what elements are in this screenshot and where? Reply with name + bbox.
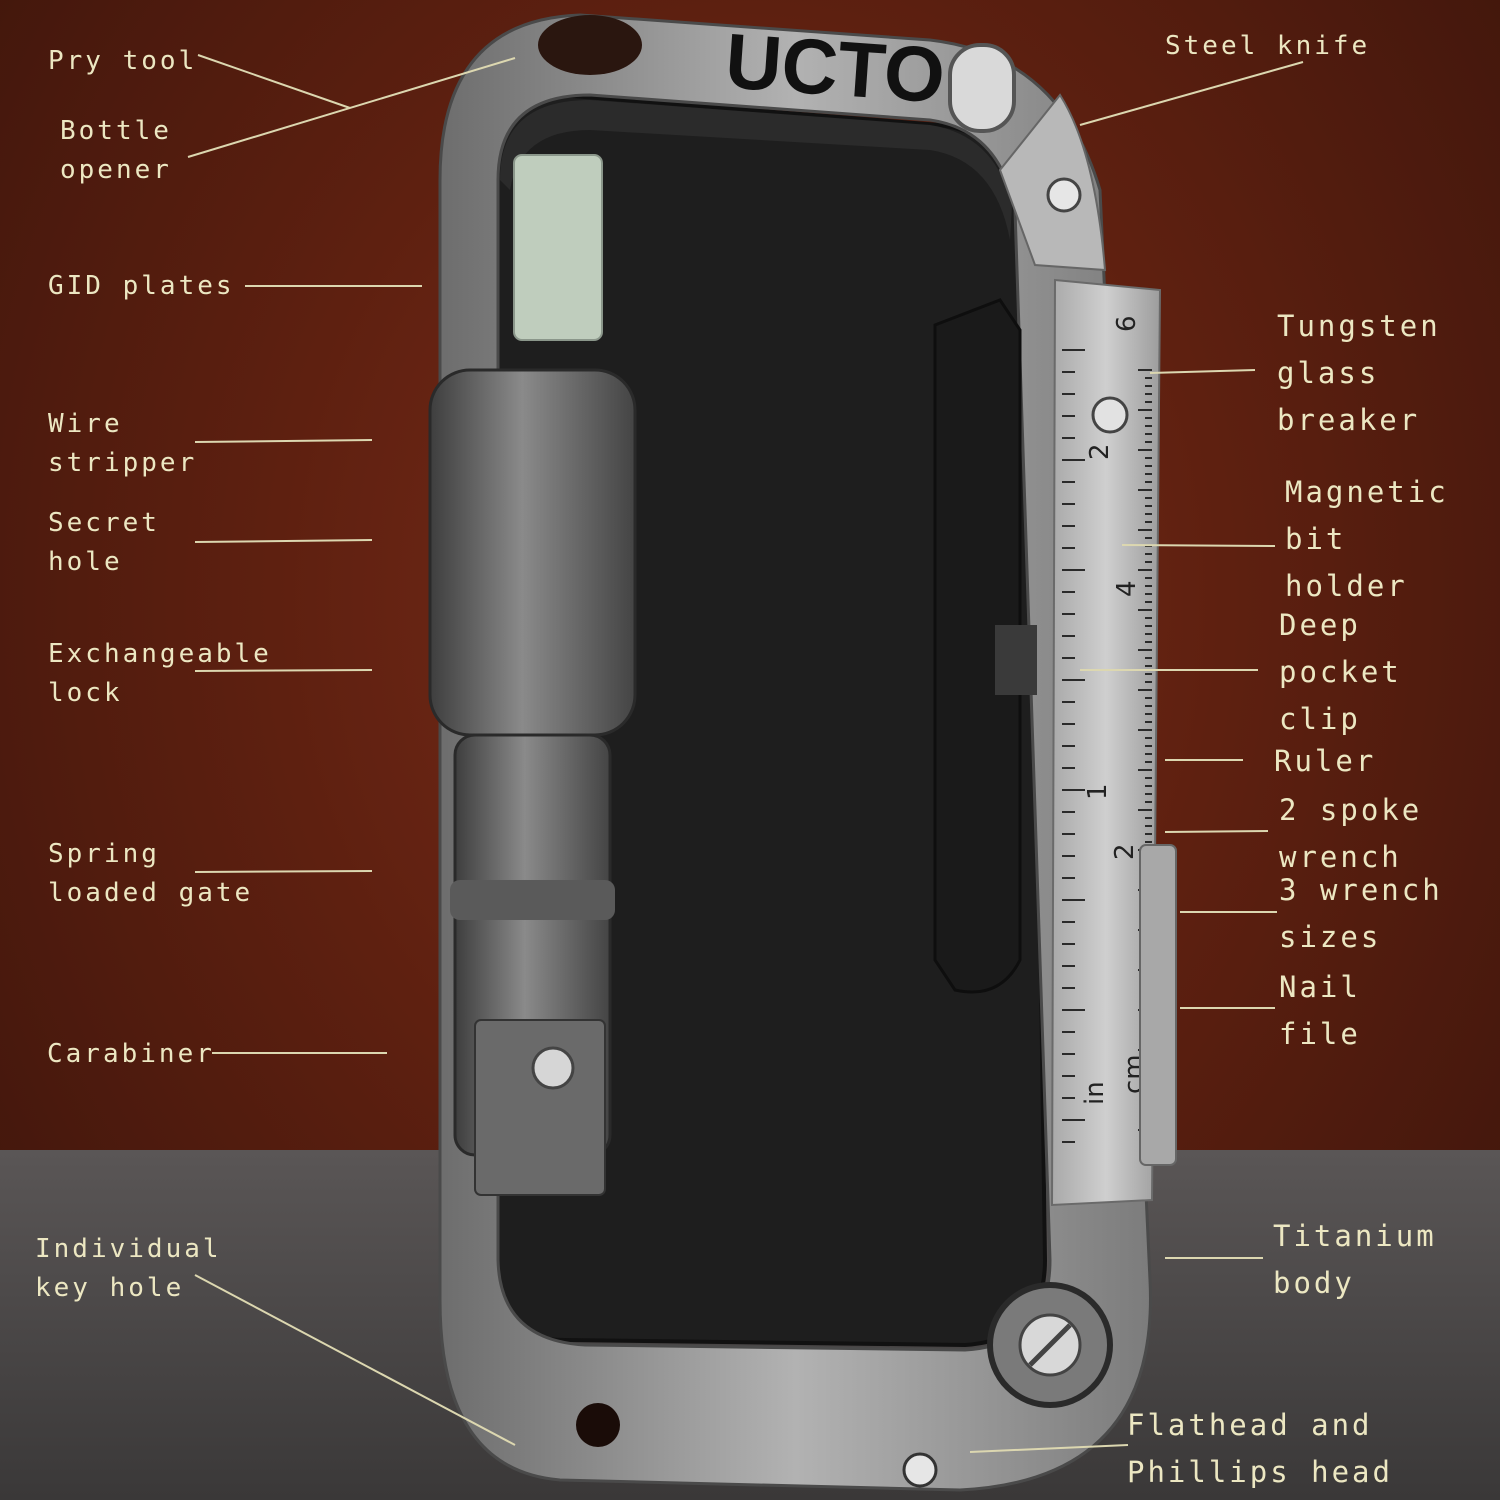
label-steel-knife: Steel knife: [1165, 31, 1371, 61]
label-titanium-body: Titanium body: [1273, 1219, 1437, 1300]
lock-sleeve: [428, 368, 637, 737]
brand-logo: UCTO: [723, 16, 948, 119]
leader-flathead-and-phillips-head: [969, 1444, 1129, 1453]
label-wire-stripper: Wire stripper: [48, 409, 198, 478]
leader-pry-tool: [197, 54, 351, 109]
label-flathead-and-phillips-head: Flathead and Phillips head: [1127, 1408, 1393, 1489]
glass-breaker-button: [948, 43, 1016, 133]
ruler-cm-tick-6: 6: [1112, 315, 1142, 332]
bit-holder: [995, 625, 1037, 695]
gate-latch: [474, 1019, 606, 1196]
label-individual-key-hole: Individual key hole: [35, 1234, 222, 1303]
leader-individual-key-hole: [194, 1274, 516, 1446]
ruler-inch-tick-1: 1: [1083, 783, 1113, 800]
ruler-cm-tick-4: 4: [1112, 580, 1142, 597]
label-two-spoke-wrench: 2 spoke wrench: [1279, 793, 1423, 874]
pocket-clip: [933, 298, 1022, 994]
gate-pin: [531, 1046, 575, 1090]
label-magnetic-bit-holder: Magnetic bit holder: [1285, 475, 1449, 603]
label-secret-hole: Secret hole: [48, 508, 160, 577]
leader-wire-stripper: [194, 439, 373, 443]
label-carabiner: Carabiner: [47, 1039, 215, 1069]
bottle-opener-notch: [538, 15, 642, 75]
gate-collar: [450, 880, 615, 920]
label-tungsten-glass-breaker: Tungsten glass breaker: [1277, 309, 1441, 437]
leader-exchangeable-lock: [194, 669, 373, 672]
dark-shoulder: [500, 100, 1012, 240]
ruler-screw: [1091, 396, 1129, 434]
leader-bottle-opener: [187, 57, 516, 158]
ruler-inch-tick-2: 2: [1085, 443, 1115, 460]
leader-spring-loaded-gate: [194, 870, 373, 873]
label-ruler: Ruler: [1274, 744, 1377, 778]
label-exchangeable-lock: Exchangeable lock: [48, 639, 272, 708]
label-deep-pocket-clip: Deep pocket clip: [1279, 608, 1402, 736]
ruler-strip: [1050, 278, 1162, 1207]
phillips-screw: [902, 1452, 938, 1488]
ruler-in-label: in: [1080, 1081, 1110, 1105]
label-bottle-opener: Bottle opener: [60, 116, 172, 185]
leader-tungsten-glass-breaker: [1149, 369, 1256, 374]
knife-screw: [1046, 177, 1082, 213]
label-three-wrench-sizes: 3 wrench sizes: [1279, 873, 1443, 954]
label-gid-plates: GID plates: [48, 271, 235, 301]
leader-steel-knife: [1079, 61, 1304, 126]
leader-magnetic-bit-holder: [1121, 544, 1276, 547]
label-spring-loaded-gate: Spring loaded gate: [48, 839, 254, 908]
gid-plate: [513, 154, 603, 341]
wrench-nail-file-tab: [1139, 844, 1177, 1166]
leader-two-spoke-wrench: [1164, 830, 1269, 833]
leader-secret-hole: [194, 539, 373, 543]
ruler-cm-tick-2: 2: [1110, 843, 1140, 860]
label-pry-tool: Pry tool: [48, 46, 198, 76]
key-hole: [576, 1403, 620, 1447]
label-nail-file: Nail file: [1279, 970, 1361, 1051]
